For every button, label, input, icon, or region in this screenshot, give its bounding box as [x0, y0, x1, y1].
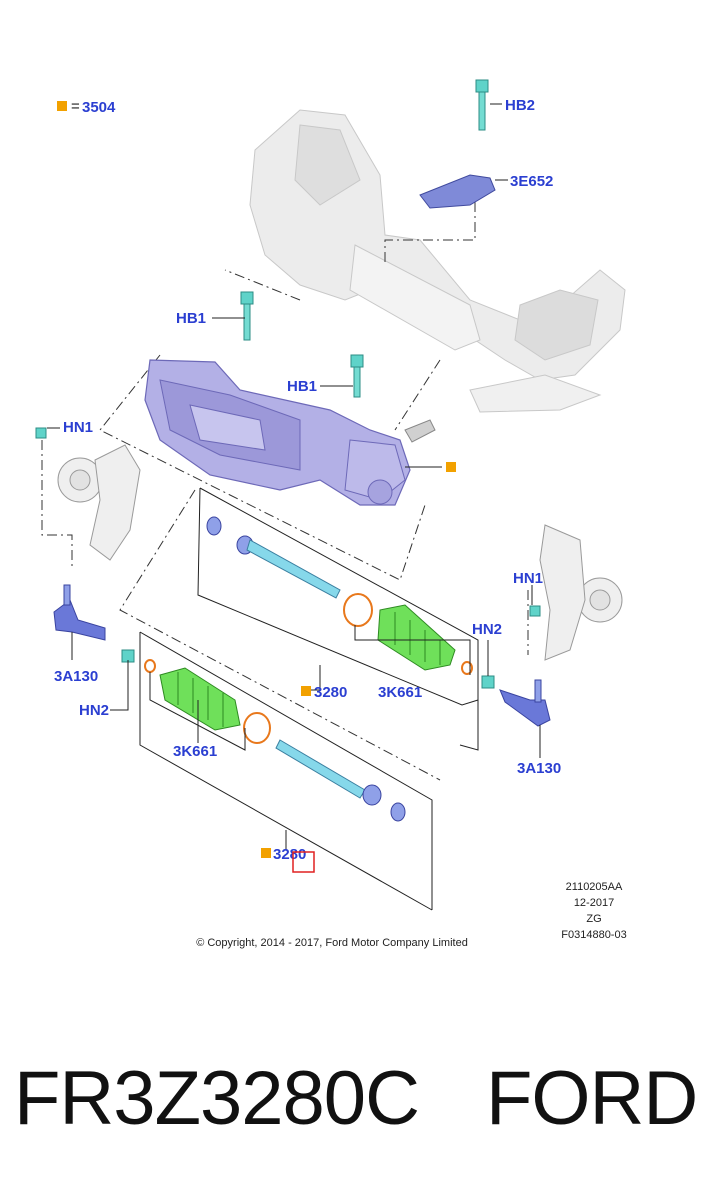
marker-3280-bottom: [261, 848, 271, 858]
nut-hn1-right: [529, 605, 541, 617]
brand-name: FORD: [486, 1056, 698, 1141]
leader-lines: [47, 103, 541, 850]
label-3k661-bottom: 3K661: [173, 743, 217, 760]
marker-3280-top: [301, 686, 311, 696]
meta-line3: ZG: [586, 913, 601, 925]
meta-line1: 2110205AA: [566, 881, 623, 893]
nut-hn2-right: [481, 675, 495, 689]
label-3k661-top: 3K661: [378, 684, 422, 701]
bolt-hb1-a: [240, 291, 254, 341]
label-hn1-left: HN1: [63, 419, 93, 436]
bolt-hb2: [475, 79, 489, 131]
washer-top: [206, 516, 222, 536]
highlight-box[interactable]: [292, 851, 315, 873]
tie-rod-end-left: [53, 599, 106, 641]
label-3e652: 3E652: [510, 173, 553, 190]
tie-rod-end-right: [499, 689, 551, 727]
ring-bottom: [243, 712, 271, 744]
copyright: © Copyright, 2014 - 2017, Ford Motor Com…: [196, 937, 468, 949]
boot-3k661-bottom: [159, 667, 241, 731]
part-number: FR3Z3280C: [14, 1056, 420, 1141]
marker-rack: [446, 462, 456, 472]
guide-lines: [41, 195, 529, 781]
nut-hn1-left: [35, 427, 47, 439]
legend-eq: =: [71, 98, 80, 115]
label-3a130-right: 3A130: [517, 760, 561, 777]
label-hn2-right: HN2: [472, 621, 502, 638]
label-3a130-left: 3A130: [54, 668, 98, 685]
ring-top: [343, 593, 373, 627]
washer-bottom: [390, 802, 406, 822]
label-hb1-b: HB1: [287, 378, 317, 395]
label-3280-bottom: 3280: [273, 846, 306, 863]
steering-diagram: = 3504 HB2 3E652 HB1 HB1 HN1 HN1 HN2 3A1…: [35, 79, 627, 949]
bracket-3e652: [419, 174, 496, 209]
knuckle-left: [57, 444, 141, 561]
tie-rod-end-right-stud: [534, 679, 542, 703]
tie-rod-end-left-stud: [63, 584, 71, 606]
legend-marker: [57, 101, 67, 111]
bolt-hb1-b: [350, 354, 364, 398]
subframe: [249, 109, 626, 413]
ring-small-bottom: [144, 659, 156, 673]
label-hn2-left: HN2: [79, 702, 109, 719]
label-hn1-right: HN1: [513, 570, 543, 587]
boot-3k661-top: [377, 604, 456, 671]
label-hb2: HB2: [505, 97, 535, 114]
meta-line4: F0314880-03: [561, 929, 626, 941]
meta-line2: 12-2017: [574, 897, 614, 909]
caption: FR3Z3280C FORD: [0, 1055, 708, 1165]
label-hb1-a: HB1: [176, 310, 206, 327]
inner-tie-rod-bottom: [275, 739, 382, 806]
kit-frames: [139, 487, 479, 911]
legend-code: 3504: [82, 99, 116, 116]
label-3280-top: 3280: [314, 684, 347, 701]
knuckle-right: [539, 524, 623, 661]
inner-tie-rod-top: [236, 535, 341, 599]
steering-rack: [144, 359, 436, 506]
ring-small-top: [461, 661, 473, 675]
